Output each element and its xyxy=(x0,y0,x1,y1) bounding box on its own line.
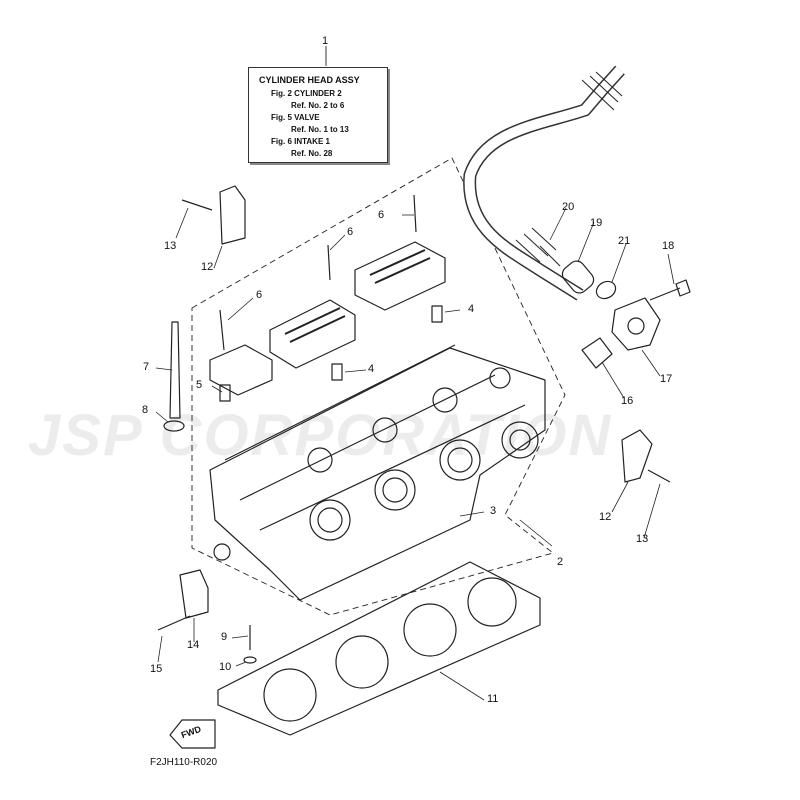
cam-cap-left xyxy=(269,299,356,369)
callout-12b: 12 xyxy=(599,511,612,523)
bracket-14 xyxy=(179,569,209,619)
callout-6b: 6 xyxy=(347,226,354,238)
sleeve-4a xyxy=(431,305,443,323)
fwd-arrow xyxy=(169,719,216,749)
callout-9: 9 xyxy=(221,631,228,643)
callout-14: 14 xyxy=(187,639,200,651)
callout-20: 20 xyxy=(562,201,575,213)
drawing-code: F2JH110-R020 xyxy=(150,757,218,768)
sleeve-5 xyxy=(219,384,231,402)
callout-2: 2 xyxy=(557,556,564,568)
callout-19: 19 xyxy=(590,217,603,229)
washer-8 xyxy=(163,420,185,432)
callout-18: 18 xyxy=(662,240,675,252)
callout-5: 5 xyxy=(196,379,203,391)
bolt-15 xyxy=(157,615,191,631)
info-line: Fig. 5 VALVE xyxy=(271,113,320,122)
housing-17 xyxy=(611,297,661,351)
callout-4a: 4 xyxy=(468,303,475,315)
info-box: CYLINDER HEAD ASSY Fig. 2 CYLINDER 2 Ref… xyxy=(248,67,388,163)
bracket-12-top xyxy=(219,185,246,245)
callout-4b: 4 xyxy=(368,363,375,375)
cam-cap-right xyxy=(354,241,446,311)
hose-20 xyxy=(463,65,625,301)
bolt-13-top xyxy=(181,199,213,211)
callout-11: 11 xyxy=(487,693,499,705)
bolt-6 xyxy=(219,194,417,351)
info-line: Ref. No. 28 xyxy=(291,149,333,158)
bolt-13-right xyxy=(647,469,671,483)
info-line: Ref. No. 2 to 6 xyxy=(291,101,345,110)
cylinder-head xyxy=(209,347,546,601)
callout-21: 21 xyxy=(618,235,631,247)
clamp-21 xyxy=(595,280,617,300)
callout-1: 1 xyxy=(322,35,329,47)
assembly-outline xyxy=(191,157,566,616)
hose-end-19 xyxy=(561,260,595,294)
callout-10: 10 xyxy=(219,661,232,673)
callout-13b: 13 xyxy=(636,533,649,545)
info-title: CYLINDER HEAD ASSY xyxy=(259,75,360,85)
info-line: Ref. No. 1 to 13 xyxy=(291,125,349,134)
callout-6a: 6 xyxy=(256,289,263,301)
callout-13a: 13 xyxy=(164,240,177,252)
head-gasket xyxy=(217,561,541,736)
stud-7 xyxy=(169,321,181,419)
callout-12a: 12 xyxy=(201,261,214,273)
callout-7: 7 xyxy=(143,361,150,373)
callout-15: 15 xyxy=(150,663,163,675)
sleeve-4b xyxy=(331,363,343,381)
callout-6c: 6 xyxy=(378,209,385,221)
callout-8: 8 xyxy=(142,404,149,416)
washer-10 xyxy=(243,656,257,664)
bracket-12-right xyxy=(621,429,653,483)
callout-3: 3 xyxy=(490,505,497,517)
info-line: Fig. 6 INTAKE 1 xyxy=(271,137,330,146)
small-cap xyxy=(209,344,273,396)
thermostat-16 xyxy=(581,337,613,369)
callout-16: 16 xyxy=(621,395,634,407)
info-line: Fig. 2 CYLINDER 2 xyxy=(271,89,342,98)
bolt-18 xyxy=(649,279,691,301)
callout-17: 17 xyxy=(660,373,673,385)
